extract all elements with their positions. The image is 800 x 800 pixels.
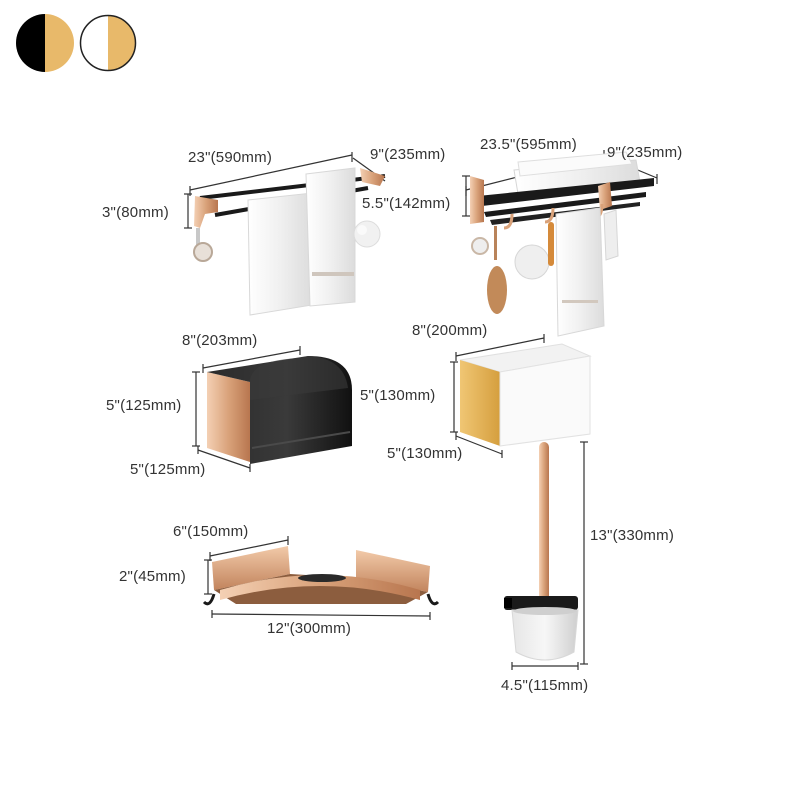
color-swatch-black-gold[interactable] [14, 12, 76, 74]
corner-shelf-depth-label: 6"(150mm) [173, 523, 249, 540]
towel-rack-shelf [462, 150, 658, 337]
toilet-brush [504, 441, 588, 670]
corner-shelf-width-label: 12"(300mm) [267, 620, 352, 637]
toilet-brush-height-label: 13"(330mm) [590, 527, 675, 544]
towel-rack-shelf-width-label: 23.5"(595mm) [480, 136, 577, 153]
toilet-brush-width-label: 4.5"(115mm) [501, 677, 589, 694]
towel-rack-shelf-depth-label: 9"(235mm) [607, 144, 683, 161]
paper-holder-black-width-label: 8"(203mm) [182, 332, 258, 349]
towel-rack-double-height-label: 3"(80mm) [102, 204, 169, 221]
paper-holder-black-depth-label: 5"(125mm) [130, 461, 206, 478]
towel-rack-double-bar [184, 152, 386, 316]
towel-rack-double-depth-label: 9"(235mm) [370, 146, 446, 163]
paper-holder-white-width-label: 8"(200mm) [412, 322, 488, 339]
paper-holder-black [192, 346, 352, 472]
paper-holder-white-depth-label: 5"(130mm) [387, 445, 463, 462]
corner-shelf [202, 536, 440, 620]
towel-rack-double-bar-gap-label: 5.5"(142mm) [362, 195, 451, 212]
paper-holder-white [450, 334, 592, 458]
paper-holder-white-height-label: 5"(130mm) [360, 387, 436, 404]
towel-rack-double-width-label: 23"(590mm) [188, 149, 273, 166]
color-swatch-white-gold[interactable] [78, 12, 138, 74]
corner-shelf-height-label: 2"(45mm) [119, 568, 186, 585]
paper-holder-black-height-label: 5"(125mm) [106, 397, 182, 414]
